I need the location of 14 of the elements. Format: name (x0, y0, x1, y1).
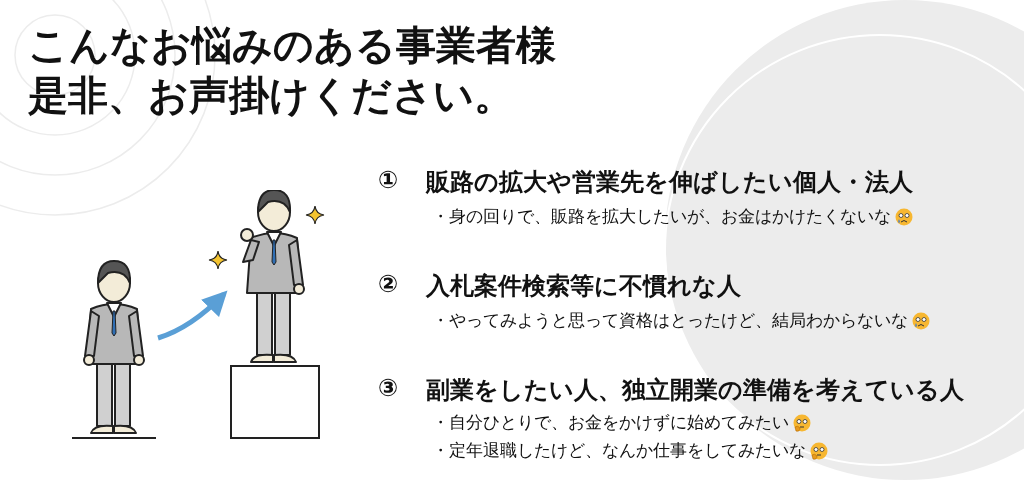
person-drawing (72, 258, 156, 442)
item-note: ・自分ひとりで、お金をかけずに始めてみたい (432, 412, 789, 434)
item-note: ・身の回りで、販路を拡大したいが、お金はかけたくないな (432, 206, 891, 228)
arrow (157, 290, 228, 341)
title: こんなお悩みのある事業者様是非、お声掛けください。 (28, 21, 557, 120)
item-number: ③ (378, 374, 399, 402)
item-note: ・定年退職したけど、なんか仕事をしてみたいな (432, 440, 806, 462)
item-heading: 販路の拡大や営業先を伸ばしたい個人・法人 (426, 167, 913, 198)
item-heading: 入札案件検索等に不慣れな人 (426, 271, 741, 302)
person-on-pedestal-drawing (228, 190, 322, 442)
item-number: ② (378, 270, 399, 298)
item-number: ① (378, 166, 399, 194)
item-note: ・やってみようと思って資格はとったけど、結局わからないな (432, 310, 908, 332)
item-heading: 副業をしたい人、独立開業の準備を考えている人 (426, 375, 964, 406)
